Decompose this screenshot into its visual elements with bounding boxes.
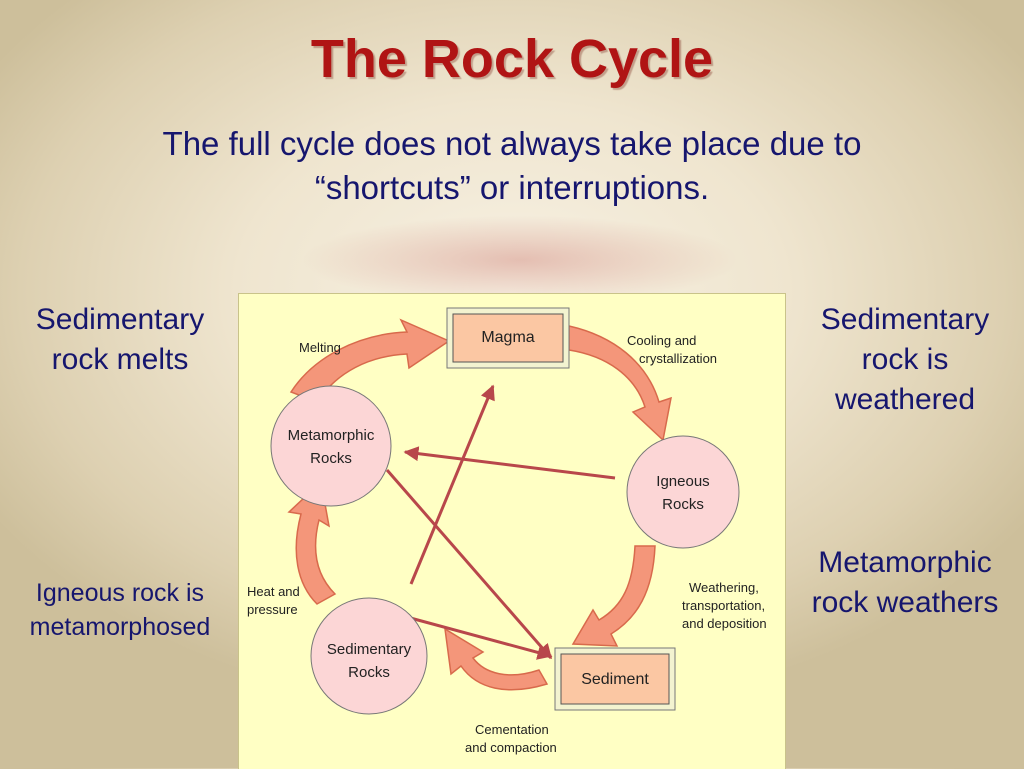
process-weathering-1: Weathering, xyxy=(689,580,759,595)
note-line: Metamorphic xyxy=(818,546,992,579)
node-sediment-label: Sediment xyxy=(581,671,649,688)
note-line: metamorphosed xyxy=(29,613,211,641)
note-line: weathered xyxy=(834,383,976,416)
shortcut-sedimentary-to-sediment xyxy=(402,614,553,660)
background-glow xyxy=(300,215,740,305)
note-line: rock weathers xyxy=(811,586,999,619)
node-magma-label: Magma xyxy=(481,329,534,346)
note-line: Sedimentary xyxy=(820,303,990,336)
node-sedimentary: Sedimentary Rocks xyxy=(310,597,428,715)
note-line: Igneous rock is xyxy=(35,579,205,607)
shortcut-metamorphic-to-sediment xyxy=(385,469,553,660)
process-cementation-2: and compaction xyxy=(465,740,557,755)
page-subtitle: The full cycle does not always take plac… xyxy=(60,122,964,210)
note-sedimentary-rock-weathered: Sedimentary rock is weathered xyxy=(790,300,1020,420)
node-metamorphic-label-2: Rocks xyxy=(310,450,352,467)
rock-cycle-diagram: Magma Sediment Metamorphic Rocks Igneous… xyxy=(238,293,786,769)
node-magma: Magma xyxy=(446,307,570,369)
note-sedimentary-rock-melts: Sedimentary rock melts xyxy=(10,300,230,380)
node-sedimentary-label-1: Sedimentary xyxy=(327,641,412,658)
node-metamorphic: Metamorphic Rocks xyxy=(270,385,392,507)
node-sediment: Sediment xyxy=(554,647,676,711)
arrow-cementation xyxy=(444,627,549,691)
note-line: Sedimentary xyxy=(35,303,205,336)
note-line: rock is xyxy=(861,343,949,376)
subtitle-line-2: “shortcuts” or interruptions. xyxy=(314,169,710,206)
note-line: rock melts xyxy=(51,343,189,376)
page-title: The Rock Cycle xyxy=(310,29,714,89)
process-weathering-3: and deposition xyxy=(682,616,767,631)
process-cooling-1: Cooling and xyxy=(627,333,696,348)
node-igneous: Igneous Rocks xyxy=(626,435,740,549)
shortcut-sedimentary-to-magma xyxy=(409,384,495,585)
node-sedimentary-label-2: Rocks xyxy=(348,664,390,681)
note-igneous-rock-metamorphosed: Igneous rock is metamorphosed xyxy=(8,576,232,644)
arrow-weathering xyxy=(571,545,656,647)
node-metamorphic-label-1: Metamorphic xyxy=(288,427,375,444)
note-metamorphic-rock-weathers: Metamorphic rock weathers xyxy=(790,543,1020,623)
diagram-svg: Magma Sediment Metamorphic Rocks Igneous… xyxy=(247,307,767,755)
process-cementation-1: Cementation xyxy=(475,722,549,737)
shortcut-igneous-to-metamorphic xyxy=(403,446,616,480)
process-heat-1: Heat and xyxy=(247,584,300,599)
subtitle-line-1: The full cycle does not always take plac… xyxy=(162,125,862,162)
node-igneous-label-2: Rocks xyxy=(662,496,704,513)
process-weathering-2: transportation, xyxy=(682,598,765,613)
process-melting: Melting xyxy=(299,340,341,355)
node-igneous-label-1: Igneous xyxy=(656,473,709,490)
process-cooling-2: crystallization xyxy=(639,351,717,366)
process-heat-2: pressure xyxy=(247,602,298,617)
